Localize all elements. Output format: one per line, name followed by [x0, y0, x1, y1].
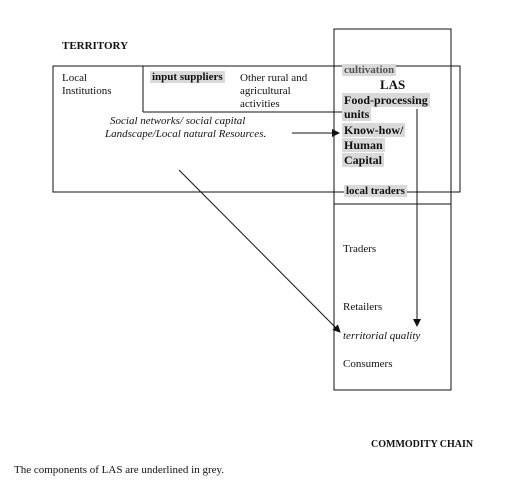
territory-box	[52, 65, 461, 193]
food-processing-label-line1: Food-processing	[342, 93, 430, 107]
cultivation-label: cultivation	[342, 64, 397, 76]
territorial-quality-label: territorial quality	[343, 330, 421, 342]
landscape-label: Landscape/Local natural Resources.	[105, 128, 267, 140]
caption: The components of LAS are underlined in …	[14, 464, 225, 476]
traders-label: Traders	[343, 243, 377, 255]
knowhow-label-line3: Capital	[342, 153, 385, 167]
territory-title: TERRITORY	[62, 40, 129, 52]
other-activities-label-line3: activities	[240, 98, 280, 110]
other-activities-label-line2: agricultural	[240, 85, 291, 97]
commodity-chain-label: COMMODITY CHAIN	[371, 439, 474, 450]
las-title: LAS	[380, 77, 406, 92]
consumers-label: Consumers	[343, 358, 393, 370]
retailers-label: Retailers	[343, 301, 383, 313]
local-institutions-label-line2: Institutions	[62, 85, 112, 97]
knowhow-label-line1: Know-how/	[342, 123, 406, 137]
input-suppliers-label: input suppliers	[150, 71, 225, 83]
social-networks-label: Social networks/ social capital	[110, 115, 246, 127]
food-processing-label-line2: units	[342, 107, 372, 121]
local-traders-label: local traders	[344, 185, 407, 197]
territory-to-quality-arrow	[178, 169, 341, 333]
knowhow-label-line2: Human	[342, 138, 385, 152]
commodity-chain-box	[333, 28, 452, 391]
local-institutions-label-line1: Local	[62, 72, 88, 84]
other-activities-label-line1: Other rural and	[240, 72, 308, 84]
